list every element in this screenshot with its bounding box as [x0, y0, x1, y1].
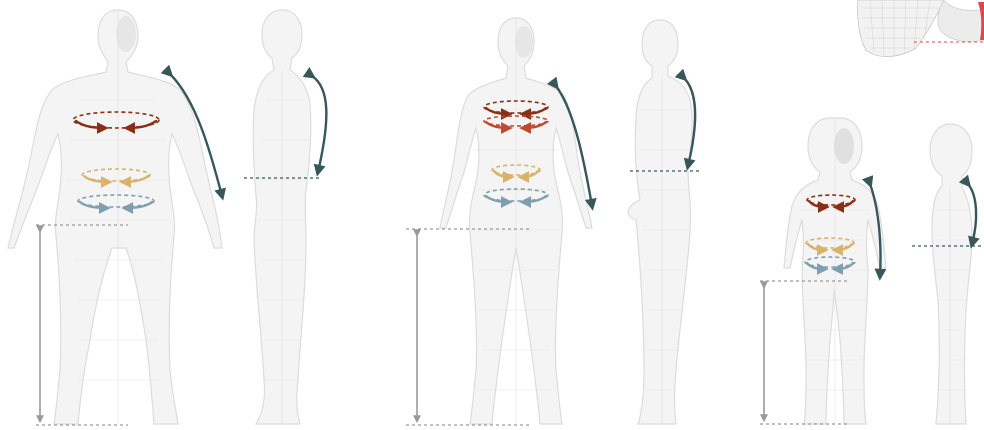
child-side-figure	[930, 124, 972, 424]
child-front-figure	[784, 118, 886, 424]
woman-front-figure	[440, 18, 592, 424]
mesh-thumbnail-icon	[857, 0, 984, 57]
woman-side-figure	[628, 20, 692, 424]
man-side-sleeve-arrow	[312, 76, 326, 172]
man-side-figure	[253, 10, 311, 424]
